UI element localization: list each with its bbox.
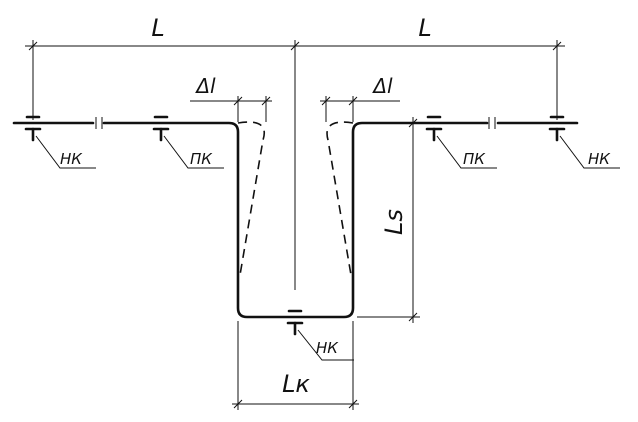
- loop-width-dimension: Lк: [232, 321, 359, 410]
- ls-tick-bottom: [408, 312, 418, 322]
- support-fixed-left: НК: [24, 115, 96, 169]
- delta-left-tick-2: [261, 96, 271, 106]
- delta-left-dimension: Δl: [190, 74, 272, 122]
- support-nk-bottom-label: НК: [316, 339, 339, 357]
- span-dimension: L L: [25, 14, 565, 290]
- span-right-label: L: [418, 14, 431, 42]
- deformed-right-leg: [326, 121, 354, 276]
- support-nk-right-label: НК: [588, 150, 611, 168]
- support-pk-left-label: ПК: [190, 150, 213, 168]
- support-sliding-left: ПК: [152, 115, 224, 169]
- deformed-left-leg: [237, 121, 265, 276]
- pipeline: [12, 117, 579, 319]
- lk-tick-right: [348, 399, 358, 409]
- u-compensator: [102, 121, 489, 319]
- delta-right-tick-1: [321, 96, 331, 106]
- span-left-label: L: [151, 14, 164, 42]
- support-sliding-right: ПК: [425, 115, 497, 169]
- delta-right-tick-2: [348, 96, 358, 106]
- tick-left: [28, 41, 38, 51]
- support-leader: [163, 135, 224, 169]
- delta-right-label: Δl: [371, 74, 393, 98]
- deformed-shape: [237, 121, 354, 276]
- delta-left-tick-1: [233, 96, 243, 106]
- support-leader: [559, 135, 620, 169]
- lk-tick-left: [233, 399, 243, 409]
- support-leader: [35, 135, 96, 169]
- support-leader: [436, 135, 497, 169]
- support-fixed-bottom: НК: [286, 309, 354, 361]
- loop-height-dimension: Ls: [357, 117, 420, 323]
- loop-width-label: Lк: [282, 370, 310, 398]
- tick-center: [290, 41, 300, 51]
- ls-tick-top: [408, 118, 418, 128]
- support-nk-left-label: НК: [60, 150, 83, 168]
- delta-left-label: Δl: [194, 74, 216, 98]
- support-pk-right-label: ПК: [463, 150, 486, 168]
- delta-right-dimension: Δl: [320, 74, 400, 122]
- support-leader: [297, 329, 354, 361]
- loop-height-label: Ls: [380, 209, 408, 235]
- tick-right: [552, 41, 562, 51]
- support-fixed-right: НК: [548, 115, 620, 169]
